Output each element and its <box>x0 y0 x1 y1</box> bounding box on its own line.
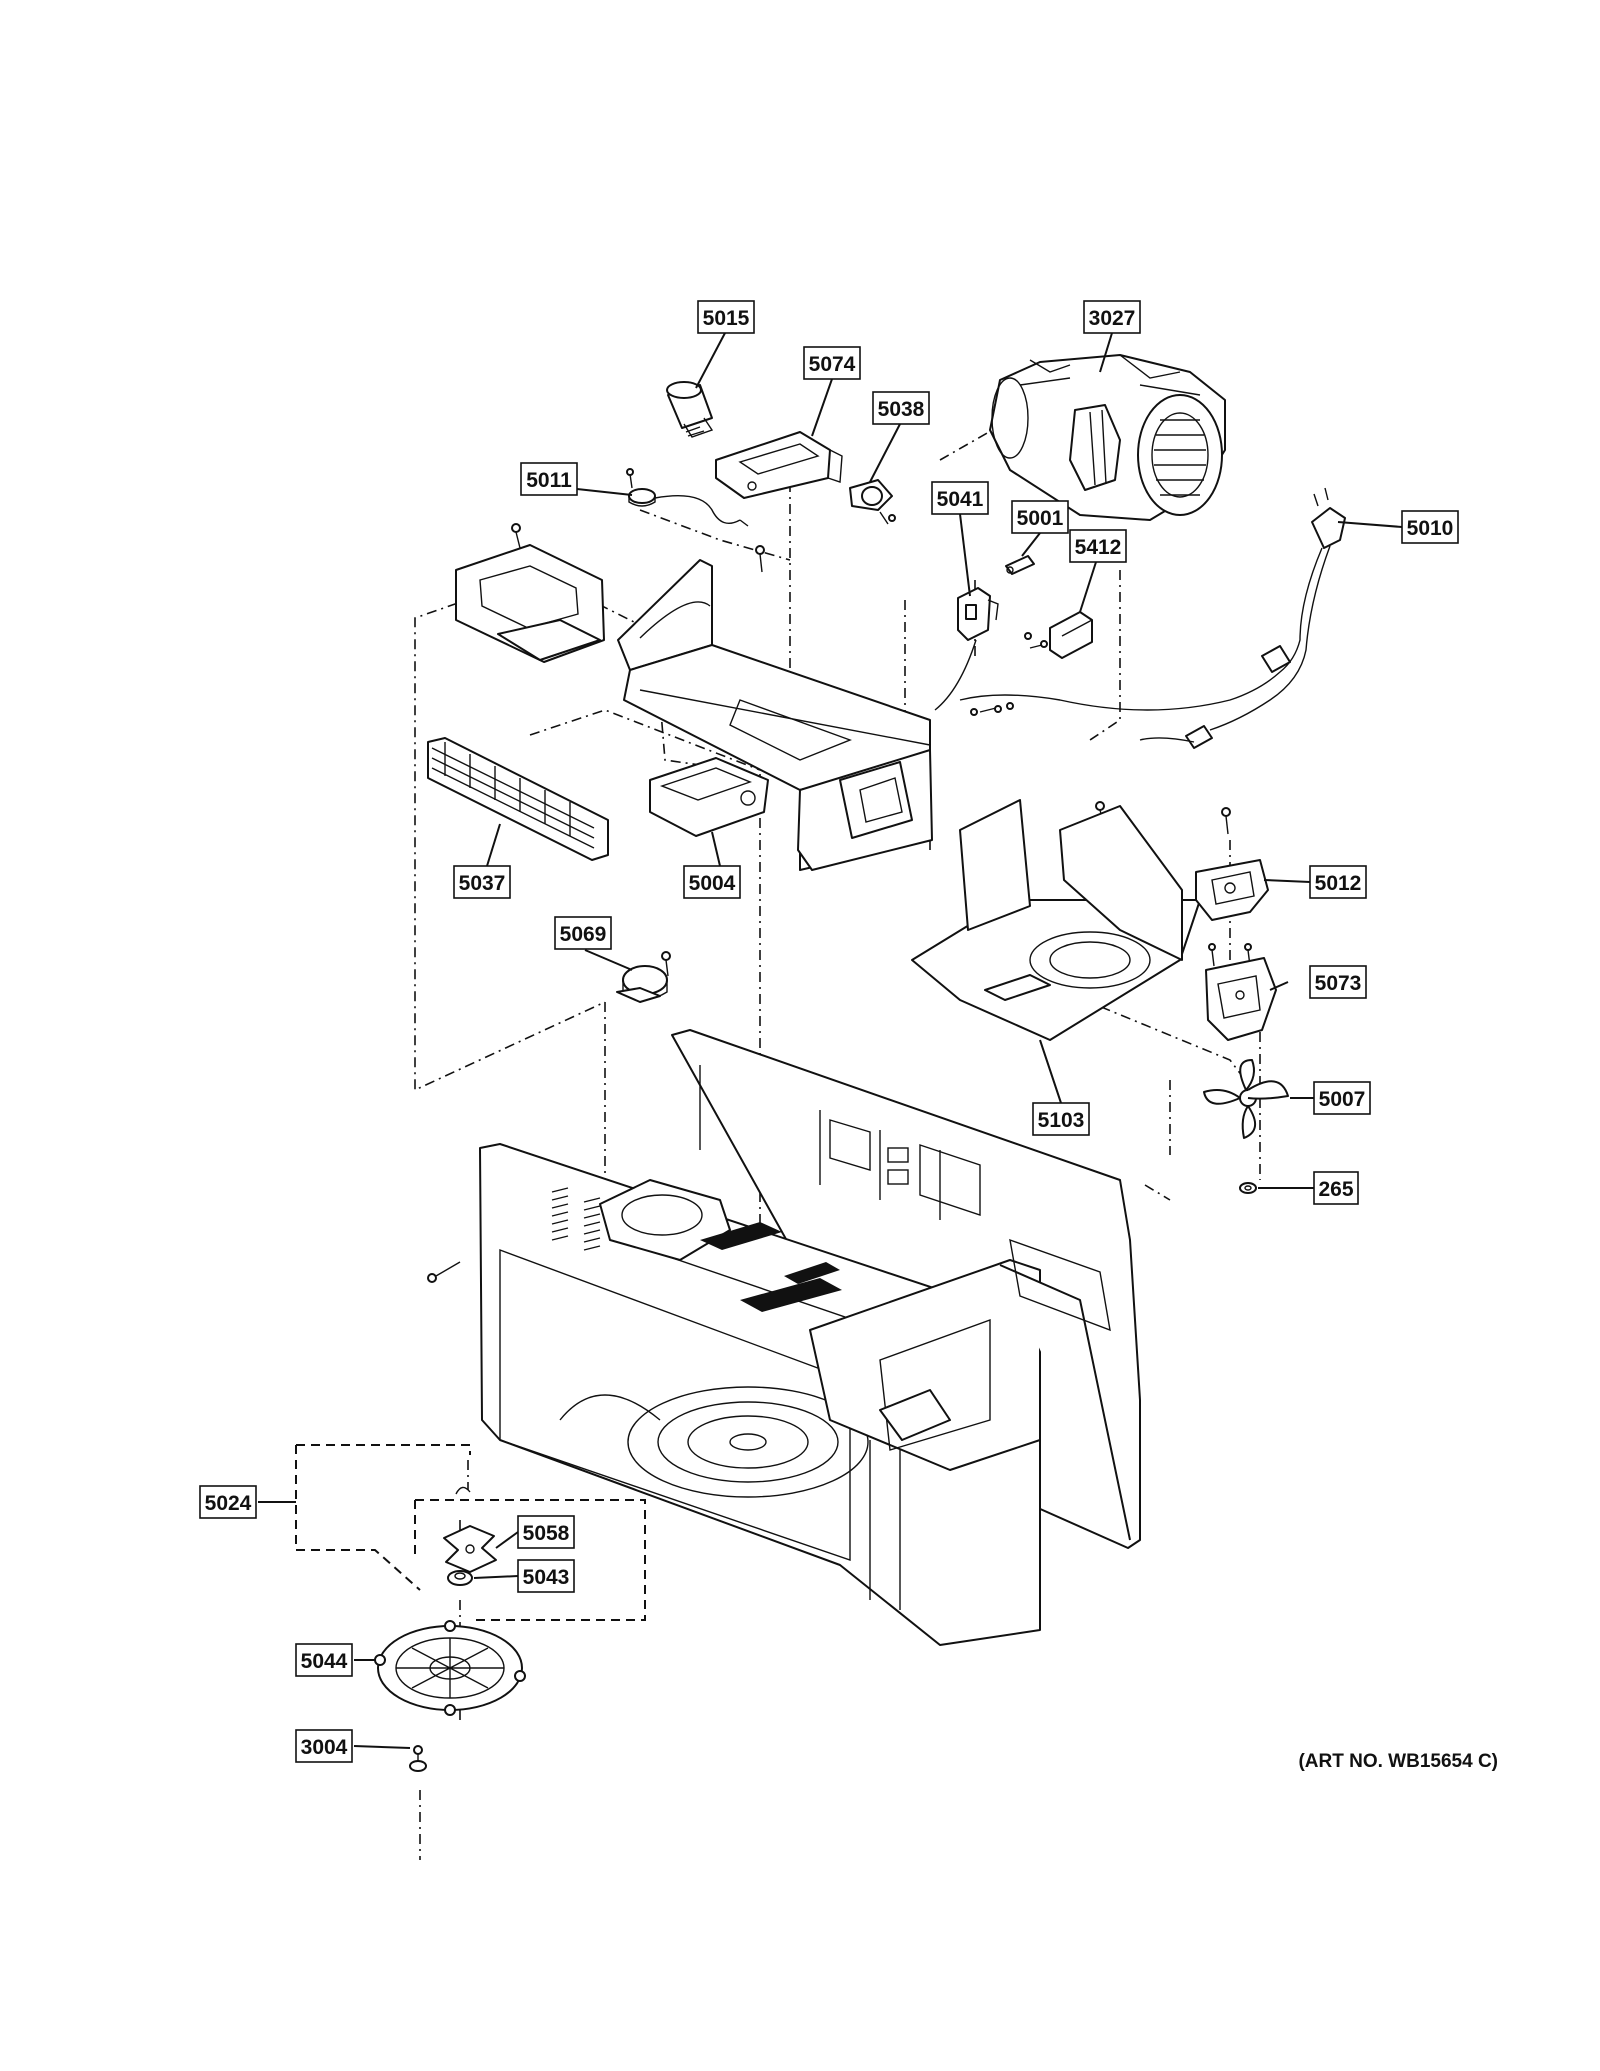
part-5074-lamp-socket-bracket <box>715 431 843 499</box>
part-5015-bulb <box>666 381 714 438</box>
callout-5037: 5037 <box>453 865 511 899</box>
callout-5043: 5043 <box>517 1559 575 1593</box>
svg-text:5043: 5043 <box>523 1566 570 1589</box>
svg-text:5103: 5103 <box>1038 1109 1085 1132</box>
callout-5004: 5004 <box>683 865 741 899</box>
svg-text:5037: 5037 <box>459 872 506 895</box>
svg-text:5004: 5004 <box>689 872 736 895</box>
callout-5038: 5038 <box>872 391 930 425</box>
callout-leader-lines <box>258 332 1403 1749</box>
callout-5024: 5024 <box>199 1485 257 1519</box>
part-5007-fan-blade <box>1203 1059 1289 1139</box>
callout-3004: 3004 <box>295 1729 353 1763</box>
callout-5010: 5010 <box>1401 510 1459 544</box>
svg-text:5011: 5011 <box>526 469 572 492</box>
part-5037-charcoal-filter <box>427 737 609 861</box>
callout-5007: 5007 <box>1313 1081 1371 1115</box>
svg-text:5038: 5038 <box>878 398 925 421</box>
part-3027-blower-motor-assembly <box>989 354 1226 521</box>
part-3004-screw <box>409 1745 427 1772</box>
control-mounting-bracket <box>797 749 933 871</box>
part-5010-power-cord <box>959 487 1346 749</box>
svg-text:5041: 5041 <box>937 488 984 511</box>
callout-5412: 5412 <box>1069 529 1127 563</box>
cavity-vent-grilles <box>551 1187 842 1312</box>
callout-5012: 5012 <box>1309 865 1367 899</box>
callout-5044: 5044 <box>295 1643 353 1677</box>
callout-5011: 5011 <box>520 462 578 496</box>
part-265-nut <box>1239 1182 1257 1194</box>
callout-5103: 5103 <box>1032 1102 1090 1136</box>
part-5001-fuse <box>1005 555 1035 575</box>
callout-5073: 5073 <box>1309 965 1367 999</box>
callout-5015: 5015 <box>697 300 755 334</box>
svg-text:265: 265 <box>1318 1178 1353 1201</box>
svg-text:5015: 5015 <box>703 307 750 330</box>
callout-3027: 3027 <box>1083 300 1141 334</box>
part-5412-noise-filter <box>1049 611 1093 659</box>
svg-text:3027: 3027 <box>1089 307 1136 330</box>
callout-5069: 5069 <box>554 916 612 950</box>
part-5043-roller-guide-hub <box>447 1570 473 1586</box>
svg-text:5044: 5044 <box>301 1650 348 1673</box>
svg-text:3004: 3004 <box>301 1736 348 1759</box>
callout-5001: 5001 <box>1011 500 1069 534</box>
part-5011-thermal-cutout <box>626 468 749 527</box>
part-5012-door-switch-bracket <box>1195 859 1269 921</box>
callout-265: 265 <box>1313 1171 1359 1205</box>
svg-text:5074: 5074 <box>809 353 856 376</box>
oven-cavity-frame <box>479 1029 1141 1646</box>
svg-text:5010: 5010 <box>1407 517 1454 540</box>
part-5103-base-plate <box>911 799 1201 1041</box>
part-5038-lamp-socket <box>849 479 896 525</box>
part-5073-latch-lever <box>1205 957 1277 1041</box>
part-5058-coupling <box>443 1486 497 1573</box>
svg-text:5058: 5058 <box>523 1522 570 1545</box>
part-5069-turntable-motor <box>616 965 668 1003</box>
part-5041-interlock-switch-bracket <box>934 587 999 711</box>
kit-5024-boundary <box>295 1444 646 1621</box>
svg-text:5001: 5001 <box>1017 507 1064 530</box>
svg-text:5012: 5012 <box>1315 872 1362 895</box>
callout-5041: 5041 <box>931 481 989 515</box>
svg-text:5412: 5412 <box>1075 536 1122 559</box>
svg-text:5073: 5073 <box>1315 972 1362 995</box>
svg-text:5007: 5007 <box>1319 1088 1366 1111</box>
callout-5058: 5058 <box>517 1515 575 1549</box>
svg-text:5069: 5069 <box>560 923 607 946</box>
art-number-label: (ART NO. WB15654 C) <box>1298 1751 1498 1772</box>
svg-text:5024: 5024 <box>205 1492 252 1515</box>
callout-5074: 5074 <box>803 346 861 380</box>
part-5044-roller-ring <box>374 1620 526 1716</box>
part-5004-damper-housing <box>649 757 769 837</box>
